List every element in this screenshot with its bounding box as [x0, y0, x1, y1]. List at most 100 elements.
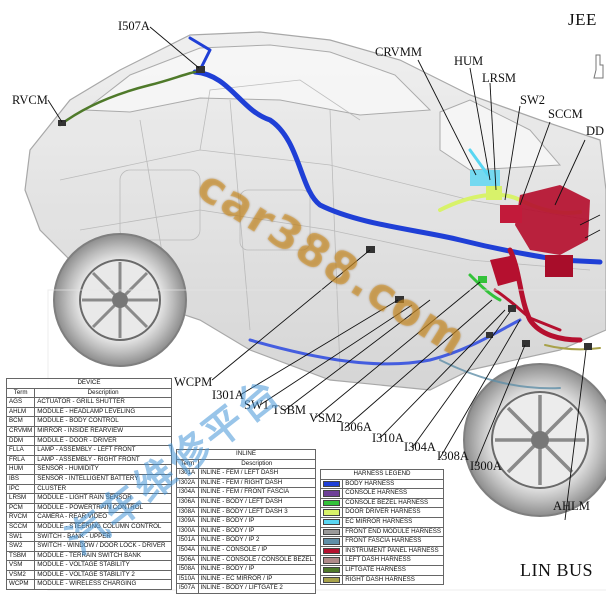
right-dash-harness-route	[544, 344, 601, 351]
brand-title: JEE	[568, 10, 597, 29]
device-row-term: LRSM	[5, 493, 36, 504]
inline-row-description: INLINE - BODY / LEFT DASH 3	[197, 506, 317, 518]
inline-row-description: INLINE - FEM / RIGHT DASH	[197, 477, 317, 489]
harness-color-swatch	[319, 536, 344, 547]
inline-row-description: INLINE - BODY / IP	[197, 516, 317, 527]
device-row-description: ACTUATOR - GRILL SHUTTER	[34, 397, 172, 408]
callout-tsbm: TSBM	[272, 403, 307, 417]
callout-rvcm: RVCM	[12, 93, 48, 107]
inline-row-term: I308A	[176, 506, 199, 518]
harness-color-swatch	[319, 545, 344, 557]
callout-i306a: I306A	[340, 420, 372, 434]
device-table-caption: DEVICE	[6, 378, 172, 389]
inline-table-header-term: Term	[176, 458, 199, 470]
harness-swatch-fill	[323, 547, 341, 555]
device-row-term: SW1	[5, 531, 36, 543]
device-table-header-term: Term	[5, 387, 36, 399]
device-row-description: MIRROR - INSIDE REARVIEW	[34, 425, 172, 437]
harness-legend-row: EC MIRROR HARNESS	[319, 516, 444, 528]
instrument-panel-modules	[470, 170, 590, 286]
inline-row-term: I302A	[176, 477, 199, 489]
device-row-term: IBS	[5, 473, 36, 485]
harness-legend-label: LIFTGATE HARNESS	[342, 564, 444, 576]
device-row-term: AGS	[5, 397, 36, 408]
callout-crvmm: CRVMM	[375, 45, 422, 59]
harness-legend-row: CONSOLE HARNESS	[319, 488, 444, 499]
callout-sw1: SW1	[244, 398, 269, 412]
callout-ahlm: AHLM	[553, 499, 590, 513]
rear-wheel	[53, 233, 187, 367]
harness-swatch-fill	[323, 567, 341, 574]
device-row-description: MODULE - BODY CONTROL	[34, 416, 172, 427]
device-row-description: MODULE - VOLTAGE STABILITY 2	[34, 569, 172, 581]
harness-swatch-fill	[323, 538, 341, 545]
harness-legend-row: BODY HARNESS	[319, 478, 444, 490]
inline-row-description: INLINE - EC MIRROR / IP	[197, 573, 317, 585]
callout-i310a: I310A	[372, 431, 404, 445]
inline-row-term: I508A	[176, 564, 199, 575]
device-row-term: TSBM	[5, 550, 36, 562]
device-row-description: MODULE - WIRELESS CHARGING	[34, 579, 172, 591]
device-row-description: SWITCH - WINDOW / DOOR LOCK - DRIVER	[34, 541, 172, 552]
harness-legend-row: DOOR DRIVER HARNESS	[319, 507, 444, 518]
harness-color-swatch	[319, 497, 344, 509]
device-row-description: LAMP - ASSEMBLY - RIGHT FRONT	[34, 454, 172, 466]
inline-row-term: I304A	[176, 487, 199, 498]
callout-i308a: I308A	[437, 449, 469, 463]
harness-legend-label: RIGHT DASH HARNESS	[342, 574, 444, 586]
harness-legend-label: INSTRUMENT PANEL HARNESS	[342, 545, 444, 557]
inline-row-description: INLINE - BODY / LIFTGATE 2	[197, 583, 317, 594]
device-row-term: SW2	[5, 541, 36, 552]
callout-ddm: DD	[586, 124, 605, 138]
harness-swatch-fill	[323, 528, 341, 536]
device-row-description: MODULE - VOLTAGE STABILITY	[34, 560, 172, 571]
device-row-term: RVCM	[5, 512, 36, 523]
callout-sw2: SW2	[520, 93, 545, 107]
callout-i300a: I300A	[470, 459, 502, 473]
harness-swatch-fill	[323, 557, 341, 564]
device-row-term: PCM	[5, 502, 36, 514]
callout-i301a: I301A	[212, 388, 244, 402]
harness-color-swatch	[319, 574, 344, 586]
fascia-harness-route	[439, 359, 561, 390]
inline-row-term: I309A	[176, 516, 199, 527]
inline-row-term: I301A	[176, 468, 199, 479]
ip-harness-branch	[493, 288, 562, 332]
callout-hum: HUM	[454, 54, 484, 68]
inline-row-term: I504A	[176, 544, 199, 556]
inline-row-description: INLINE - BODY / IP 2	[197, 535, 317, 546]
harness-legend-label: DOOR DRIVER HARNESS	[342, 507, 444, 518]
device-row-description: SWITCH - BANK - UPPER	[34, 531, 172, 543]
device-row-term: SCCM	[5, 521, 36, 533]
device-row-description: MODULE - TERRAIN SWITCH BANK	[34, 550, 172, 562]
device-row-description: MODULE - LIGHT RAIN SENSOR	[34, 493, 172, 504]
inline-row-description: INLINE - BODY / IP	[197, 525, 317, 537]
inline-row-term: I306A	[176, 496, 199, 508]
callout-sccm: SCCM	[548, 107, 583, 121]
inline-row-term: I506A	[176, 554, 199, 566]
harness-color-swatch	[319, 555, 344, 566]
harness-legend-caption: HARNESS LEGEND	[320, 469, 444, 480]
inline-table-caption: INLINE	[176, 449, 316, 460]
